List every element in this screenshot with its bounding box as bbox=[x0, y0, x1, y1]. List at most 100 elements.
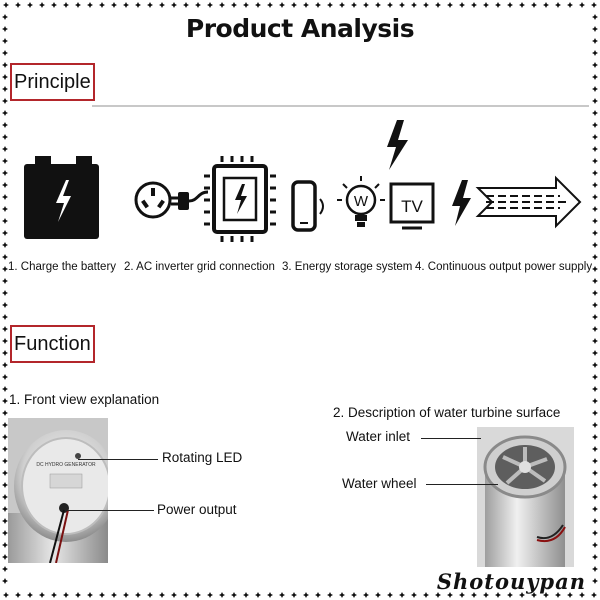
frame-star bbox=[51, 592, 57, 598]
frame-star bbox=[592, 362, 598, 368]
rotating-led-leader bbox=[78, 459, 158, 460]
frame-star bbox=[123, 592, 129, 598]
frame-star bbox=[2, 386, 8, 392]
frame-star bbox=[2, 422, 8, 428]
frame-star bbox=[592, 446, 598, 452]
frame-star bbox=[567, 592, 573, 598]
frame-star bbox=[592, 242, 598, 248]
principle-divider bbox=[92, 105, 589, 107]
frame-star bbox=[519, 592, 525, 598]
frame-star bbox=[99, 2, 105, 8]
frame-star bbox=[2, 374, 8, 380]
front-view-subhead: 1. Front view explanation bbox=[9, 392, 160, 407]
water-inlet-leader bbox=[421, 438, 481, 439]
frame-star bbox=[592, 506, 598, 512]
frame-star bbox=[303, 592, 309, 598]
frame-star bbox=[592, 230, 598, 236]
frame-star bbox=[435, 592, 441, 598]
frame-star bbox=[39, 592, 45, 598]
tv-label: TV bbox=[401, 197, 423, 216]
frame-star bbox=[2, 206, 8, 212]
frame-star bbox=[592, 566, 598, 572]
plug-icon bbox=[171, 190, 209, 210]
frame-star bbox=[459, 2, 465, 8]
frame-star bbox=[531, 592, 537, 598]
frame-star bbox=[423, 2, 429, 8]
frame-star bbox=[592, 74, 598, 80]
frame-star bbox=[2, 470, 8, 476]
phone-icon bbox=[291, 180, 324, 232]
frame-star bbox=[363, 2, 369, 8]
frame-star bbox=[171, 592, 177, 598]
bulb-icon: W bbox=[337, 176, 385, 227]
frame-star bbox=[339, 2, 345, 8]
frame-star bbox=[592, 290, 598, 296]
principle-heading: Principle bbox=[10, 63, 95, 101]
frame-star bbox=[592, 494, 598, 500]
frame-star bbox=[291, 592, 297, 598]
frame-star bbox=[51, 2, 57, 8]
frame-star bbox=[2, 434, 8, 440]
frame-star bbox=[592, 218, 598, 224]
frame-star bbox=[591, 2, 597, 8]
frame-star bbox=[183, 2, 189, 8]
frame-star bbox=[2, 278, 8, 284]
frame-star bbox=[2, 530, 8, 536]
frame-star bbox=[15, 2, 21, 8]
frame-star bbox=[2, 398, 8, 404]
frame-star bbox=[243, 592, 249, 598]
frame-star bbox=[2, 458, 8, 464]
frame-star bbox=[279, 592, 285, 598]
frame-star bbox=[231, 592, 237, 598]
frame-star bbox=[592, 206, 598, 212]
frame-star bbox=[2, 554, 8, 560]
frame-star bbox=[495, 592, 501, 598]
output-arrow-icon bbox=[475, 175, 582, 229]
frame-star bbox=[592, 386, 598, 392]
frame-star bbox=[411, 2, 417, 8]
frame-star bbox=[2, 566, 8, 572]
frame-star bbox=[2, 314, 8, 320]
frame-star bbox=[195, 2, 201, 8]
frame-star bbox=[339, 592, 345, 598]
frame-star bbox=[592, 194, 598, 200]
frame-star bbox=[592, 554, 598, 560]
step-caption: 3. Energy storage system bbox=[282, 261, 413, 273]
generator-label: DC HYDRO GENERATOR bbox=[36, 462, 96, 468]
frame-star bbox=[99, 592, 105, 598]
frame-star bbox=[592, 26, 598, 32]
power-output-callout: Power output bbox=[157, 502, 237, 517]
frame-star bbox=[592, 434, 598, 440]
frame-star bbox=[27, 2, 33, 8]
frame-star bbox=[2, 218, 8, 224]
lightning-bolt-icon bbox=[452, 180, 471, 226]
frame-star bbox=[2, 542, 8, 548]
frame-star bbox=[2, 254, 8, 260]
frame-star bbox=[592, 278, 598, 284]
frame-star bbox=[207, 2, 213, 8]
frame-star bbox=[483, 592, 489, 598]
frame-star bbox=[592, 422, 598, 428]
frame-star bbox=[171, 2, 177, 8]
frame-star bbox=[327, 592, 333, 598]
frame-star bbox=[315, 2, 321, 8]
frame-star bbox=[15, 592, 21, 598]
battery-icon bbox=[24, 156, 99, 239]
frame-star bbox=[423, 592, 429, 598]
frame-star bbox=[387, 2, 393, 8]
frame-star bbox=[592, 458, 598, 464]
frame-star bbox=[2, 110, 8, 116]
frame-star bbox=[2, 338, 8, 344]
frame-star bbox=[2, 170, 8, 176]
frame-star bbox=[375, 2, 381, 8]
frame-star bbox=[375, 592, 381, 598]
water-inlet-callout: Water inlet bbox=[346, 429, 411, 444]
frame-star bbox=[495, 2, 501, 8]
rotating-led-callout: Rotating LED bbox=[162, 450, 243, 465]
frame-star bbox=[3, 592, 9, 598]
frame-star bbox=[411, 592, 417, 598]
frame-star bbox=[2, 230, 8, 236]
frame-star bbox=[39, 2, 45, 8]
frame-star bbox=[195, 592, 201, 598]
frame-star bbox=[2, 350, 8, 356]
